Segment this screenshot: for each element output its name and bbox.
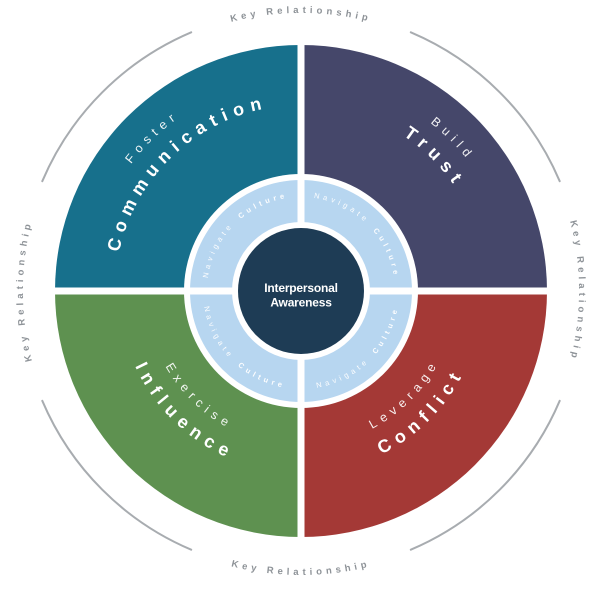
outer-label-bottom: Key Relationship [230,558,371,578]
outer-label-left: Key Relationship [15,219,35,363]
outer-arc-northwest [41,31,193,183]
center-label-line2: Awareness [270,296,332,310]
outer-label-top: Key Relationship [229,5,373,25]
outer-label-right: Key Relationship [567,219,587,363]
outer-arc-southeast [409,399,561,551]
interpersonal-awareness-circle [238,228,364,354]
outer-arc-northeast [409,31,561,183]
outer-arc-southwest [41,399,193,551]
center-label-line1: Interpersonal [264,281,337,295]
